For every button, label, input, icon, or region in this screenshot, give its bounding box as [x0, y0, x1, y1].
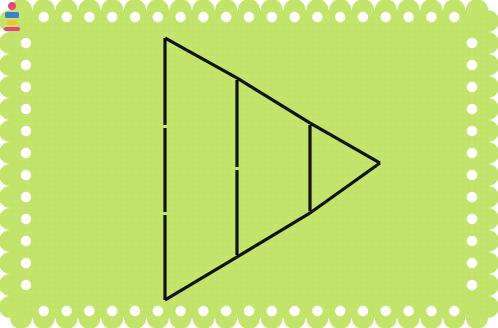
card-hole [467, 60, 477, 70]
card-hole [312, 12, 322, 22]
card-hole [467, 236, 477, 246]
card-hole [153, 12, 163, 22]
card-hole [39, 12, 49, 22]
card-hole [244, 306, 254, 316]
card-hole [198, 12, 208, 22]
card-hole [107, 12, 117, 22]
card-hole [312, 306, 322, 316]
logo-icon [0, 0, 24, 34]
card-hole [244, 12, 254, 22]
card-hole [21, 60, 31, 70]
card-hole [467, 192, 477, 202]
card-hole [175, 12, 185, 22]
card-hole [467, 38, 477, 48]
card-hole [358, 306, 368, 316]
card-hole [449, 306, 459, 316]
card-hole [21, 82, 31, 92]
card-hole [358, 12, 368, 22]
logo-bar-blue [5, 12, 19, 18]
card-hole [21, 38, 31, 48]
card-hole [426, 306, 436, 316]
card-hole [221, 306, 231, 316]
logo-bar-pink [4, 27, 20, 31]
card-hole [21, 192, 31, 202]
card-hole [467, 126, 477, 136]
logo-bar-yellow [7, 20, 17, 25]
card-hole [335, 306, 345, 316]
card-hole [198, 306, 208, 316]
card-hole [381, 306, 391, 316]
card-hole [61, 306, 71, 316]
card-hole [21, 214, 31, 224]
card-hole [467, 280, 477, 290]
card-hole [153, 306, 163, 316]
card-hole [403, 12, 413, 22]
card-hole [467, 104, 477, 114]
card-hole [449, 12, 459, 22]
card-hole [289, 12, 299, 22]
card-hole [221, 12, 231, 22]
card-hole [21, 236, 31, 246]
card-hole [61, 12, 71, 22]
card-hole [467, 214, 477, 224]
card-hole [289, 306, 299, 316]
card-hole [21, 126, 31, 136]
card-hole [335, 12, 345, 22]
card-hole [130, 12, 140, 22]
card-hole [426, 12, 436, 22]
card-hole [467, 170, 477, 180]
card-texture [10, 10, 488, 318]
card-hole [175, 306, 185, 316]
card-hole [21, 104, 31, 114]
card-hole [381, 12, 391, 22]
card-hole [467, 258, 477, 268]
card-hole [84, 306, 94, 316]
card-hole [107, 306, 117, 316]
card-hole [267, 12, 277, 22]
card-hole [21, 258, 31, 268]
card-hole [130, 306, 140, 316]
card-hole [21, 280, 31, 290]
logo-dot-pink [8, 2, 16, 10]
card-hole [39, 306, 49, 316]
card-hole [21, 148, 31, 158]
card-hole [403, 306, 413, 316]
card-hole [21, 170, 31, 180]
card-hole [467, 82, 477, 92]
card-hole [84, 12, 94, 22]
card-hole [267, 306, 277, 316]
card-hole [467, 148, 477, 158]
